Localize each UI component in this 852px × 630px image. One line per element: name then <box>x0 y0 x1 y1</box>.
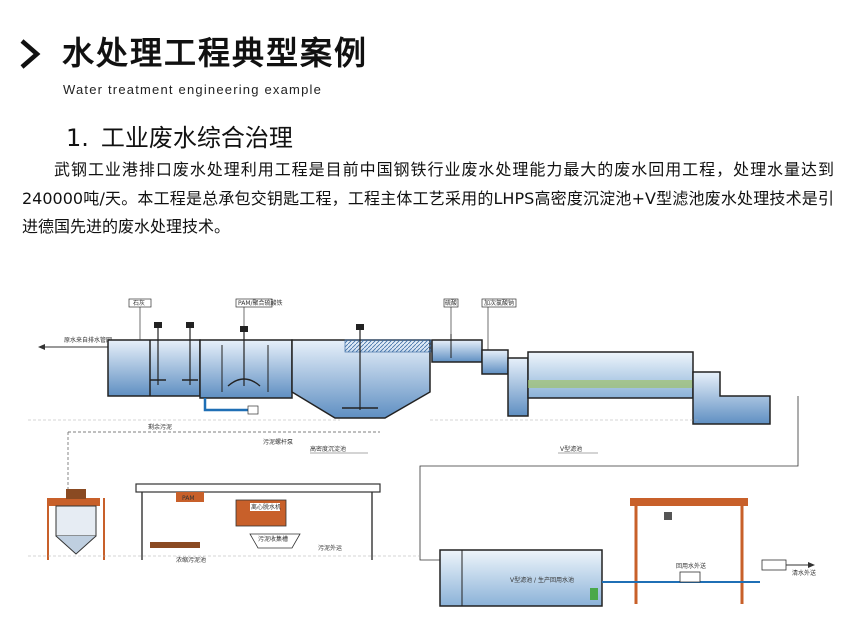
sludge-return-label: 剩余污泥 <box>148 423 172 431</box>
dosing-label-1: 石灰 <box>133 299 145 307</box>
sludge-tank-label: 浓缩污泥池 <box>176 556 206 564</box>
clear-tank-label: V型滤池 / 生产回用水池 <box>510 576 574 584</box>
mixing-tank <box>107 322 201 397</box>
dosing-label-4: 加次氯酸钠 <box>484 299 514 307</box>
section-heading: 1. 工业废水综合治理 <box>66 118 293 153</box>
clear-water-tank: V型滤池 / 生产回用水池 <box>439 549 603 607</box>
dosing-lines: 石灰 PAM/聚合硫酸铁 硫酸 加次氯酸钠 <box>128 298 517 350</box>
page-subtitle: Water treatment engineering example <box>63 82 323 97</box>
sludge-cake-label: 污泥外运 <box>318 544 342 552</box>
flocculation-tank <box>199 326 293 399</box>
filter-backwash-line <box>419 396 799 561</box>
high-density-sediment-tank <box>291 324 432 419</box>
sludge-thickener <box>47 489 105 560</box>
outlet-pipe: 清水外送 <box>761 559 816 577</box>
sediment-tank-label: 高密度沉淀池 <box>310 445 346 453</box>
pump-house: 回用水外送 <box>602 498 760 604</box>
pam-label: PAM <box>182 495 195 502</box>
section-paragraph: 武钢工业港排口废水处理利用工程是目前中国钢铁行业废水处理能力最大的废水回用工程，… <box>22 160 834 236</box>
inlet-label: 原水来自排水管网 <box>64 336 112 344</box>
page-title: 水处理工程典型案例 <box>62 34 369 72</box>
dashed-sludge-lines: 剩余污泥 污泥螺杆泵 高密度沉淀池 V型滤池 <box>67 423 598 498</box>
reuse-label: 回用水外送 <box>676 562 706 570</box>
section-heading-text: 工业废水综合治理 <box>100 124 293 152</box>
acid-tank <box>431 334 509 375</box>
sludge-pump-label: 污泥螺杆泵 <box>263 438 293 446</box>
centrifuge-label: 离心脱水机 <box>251 503 281 511</box>
dosing-label-2: PAM/聚合硫酸铁 <box>238 299 283 307</box>
v-filter <box>507 351 771 425</box>
sludge-return-pipe <box>203 398 259 415</box>
v-filter-label: V型滤池 <box>560 445 582 453</box>
sludge-bin-label: 污泥收集槽 <box>258 535 288 543</box>
inlet-pipe: 原水来自排水管网 <box>38 336 112 350</box>
dewatering-building: PAM 离心脱水机 污泥收集槽 污泥外运 浓缩污泥池 <box>135 483 381 564</box>
dosing-label-3: 硫酸 <box>445 299 457 307</box>
section-number: 1. <box>66 124 89 152</box>
outlet-label: 清水外送 <box>792 569 816 577</box>
chevron-right-icon <box>20 39 41 69</box>
